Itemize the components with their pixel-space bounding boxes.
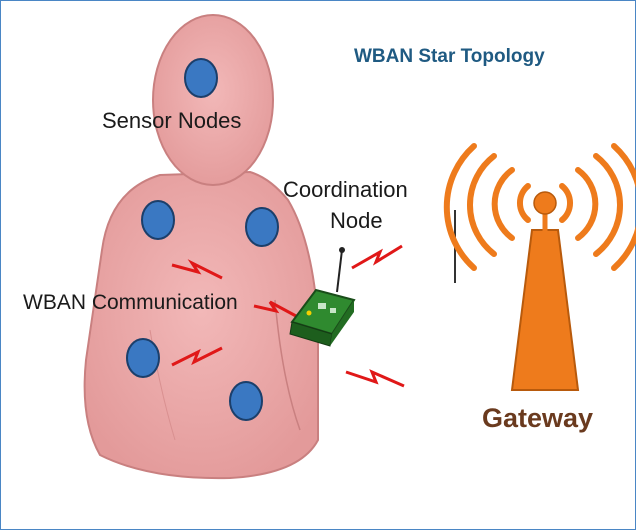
sensor-nodes-label: Sensor Nodes (102, 108, 242, 133)
radio-wave-icon (443, 143, 477, 271)
signal-bolts (171, 244, 405, 388)
sensor-node-icon (245, 207, 279, 247)
gateway-tower-icon (443, 143, 636, 391)
signal-bolt-icon (345, 369, 405, 388)
body-head (152, 14, 274, 186)
radio-wave-icon (593, 153, 624, 257)
sensor-node-icon (229, 381, 263, 421)
body-torso (83, 170, 319, 480)
sensor-nodes (126, 58, 279, 421)
coordination-device-icon (289, 247, 356, 347)
gateway-label: Gateway (482, 403, 594, 433)
radio-wave-icon (491, 167, 515, 241)
signal-bolt-icon (171, 259, 223, 280)
radio-wave-icon (611, 143, 636, 271)
radio-wave-icon (559, 183, 574, 223)
body-arm-line (274, 299, 301, 431)
wban-communication-label: WBAN Communication (23, 291, 238, 314)
coordination-node-label-line2: Node (330, 208, 383, 233)
diagram-title: WBAN Star Topology (354, 46, 545, 67)
sensor-node-icon (141, 200, 175, 240)
radio-wave-icon (575, 167, 599, 241)
signal-bolt-icon (253, 300, 297, 318)
coordination-node-label-line1: Coordination (283, 177, 408, 202)
signal-bolt-icon (351, 244, 403, 270)
sensor-node-icon (126, 338, 160, 378)
radio-wave-icon (516, 183, 531, 223)
sensor-node-icon (184, 58, 218, 98)
signal-bolt-icon (171, 346, 223, 367)
radio-wave-icon (466, 153, 497, 257)
